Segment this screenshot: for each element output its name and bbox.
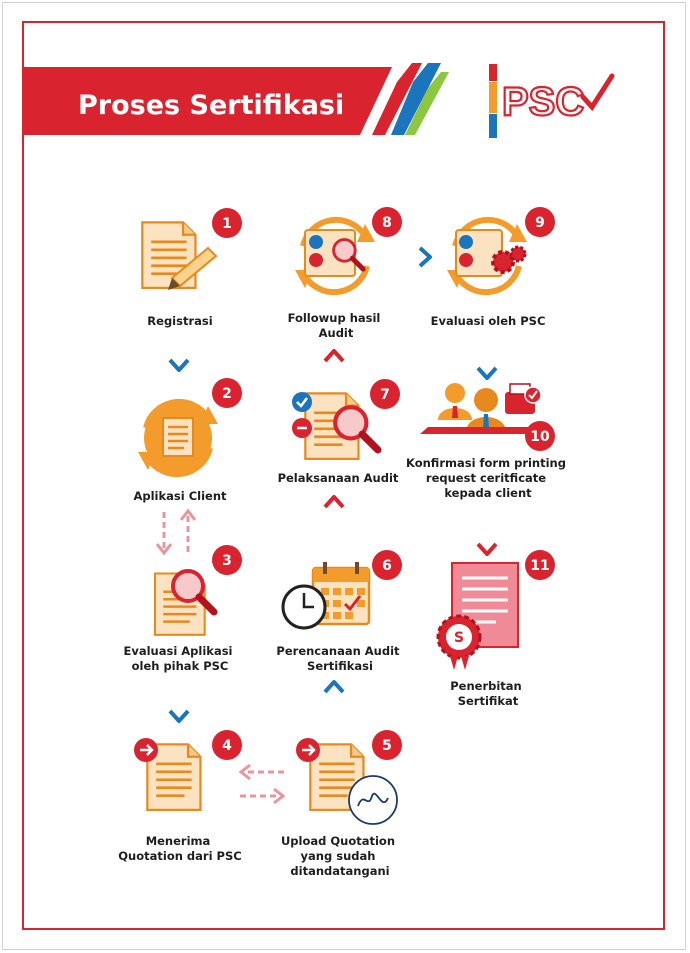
step-7-label: Pelaksanaan Audit — [278, 471, 399, 485]
step-10-label: Konfirmasi form printing request ceritfi… — [406, 456, 570, 500]
step-2-number: 2 — [222, 386, 232, 402]
step-11-label: Penerbitan Sertifikat — [450, 679, 526, 708]
arrow-10-to-11 — [476, 515, 498, 556]
step-1-number: 1 — [222, 216, 232, 232]
step-2: 2 Aplikasi Client — [133, 378, 242, 503]
step-6-number: 6 — [382, 558, 392, 574]
step-10-number: 10 — [530, 429, 550, 445]
step-3-number: 3 — [222, 553, 232, 569]
step-4-label: Menerima Quotation dari PSC — [118, 834, 241, 863]
svg-text:S: S — [454, 630, 464, 646]
arrow-3-to-4 — [168, 683, 190, 723]
step-6-badge — [372, 550, 402, 580]
step-8-number: 8 — [382, 215, 392, 231]
step-4: 4 Menerima Quotation dari PSC — [118, 730, 242, 863]
step-3-badge — [212, 545, 242, 575]
step-4-badge — [212, 730, 242, 760]
header-banner: Proses Sertifikasi — [24, 63, 449, 135]
arrow-4-5-dashed — [238, 763, 286, 805]
step-8-label: Followup hasil Audit — [288, 311, 385, 340]
step-1-label: Registrasi — [147, 314, 212, 328]
step-6: 6 Perencanaan Audit Sertifikasi — [276, 550, 403, 673]
page-frame — [22, 21, 665, 930]
step-5-number: 5 — [382, 738, 392, 754]
step-10-badge — [525, 421, 555, 451]
step-5-badge — [372, 730, 402, 760]
step-3-label: Evaluasi Aplikasi oleh pihak PSC — [123, 644, 236, 673]
arrow-6-to-7 — [323, 495, 345, 542]
arrow-1-to-2 — [168, 338, 190, 372]
arrow-8-to-9 — [389, 246, 432, 268]
step-10: 10 Konfirmasi form printing request ceri… — [406, 383, 570, 500]
logo-text: PSC — [502, 80, 584, 124]
step-3: 3 Evaluasi Aplikasi oleh pihak PSC — [123, 545, 242, 673]
arrow-9-to-10 — [476, 338, 498, 380]
step-9-badge — [525, 207, 555, 237]
step-4-number: 4 — [222, 738, 232, 754]
step-9-label: Evaluasi oleh PSC — [431, 314, 546, 328]
step-8: 8 Followup hasil Audit — [288, 207, 402, 340]
psc-logo: PSC — [489, 64, 615, 138]
step-5: 5 Upload Quotation yang sudah ditandatan… — [281, 730, 402, 878]
step-7-number: 7 — [380, 387, 390, 403]
step-1-badge — [212, 208, 242, 238]
arrow-2-3-dashed — [155, 508, 197, 556]
step-7: 7 Pelaksanaan Audit — [278, 379, 400, 485]
arrow-7-to-8 — [323, 349, 345, 385]
step-11: S 11 Penerbitan Sertifikat — [436, 550, 555, 708]
step-6-label: Perencanaan Audit Sertifikasi — [276, 644, 403, 673]
step-11-number: 11 — [530, 558, 549, 574]
step-1: 1 Registrasi — [140, 208, 242, 328]
step-11-badge — [525, 550, 555, 580]
arrow-5-to-6 — [323, 680, 345, 725]
step-9-number: 9 — [535, 215, 545, 231]
step-5-label: Upload Quotation yang sudah ditandatanga… — [281, 834, 399, 878]
step-8-badge — [372, 207, 402, 237]
step-2-label: Aplikasi Client — [133, 489, 227, 503]
step-7-badge — [370, 379, 400, 409]
step-9: 9 Evaluasi oleh PSC — [431, 207, 555, 328]
step-2-badge — [212, 378, 242, 408]
page-title: Proses Sertifikasi — [78, 90, 344, 121]
